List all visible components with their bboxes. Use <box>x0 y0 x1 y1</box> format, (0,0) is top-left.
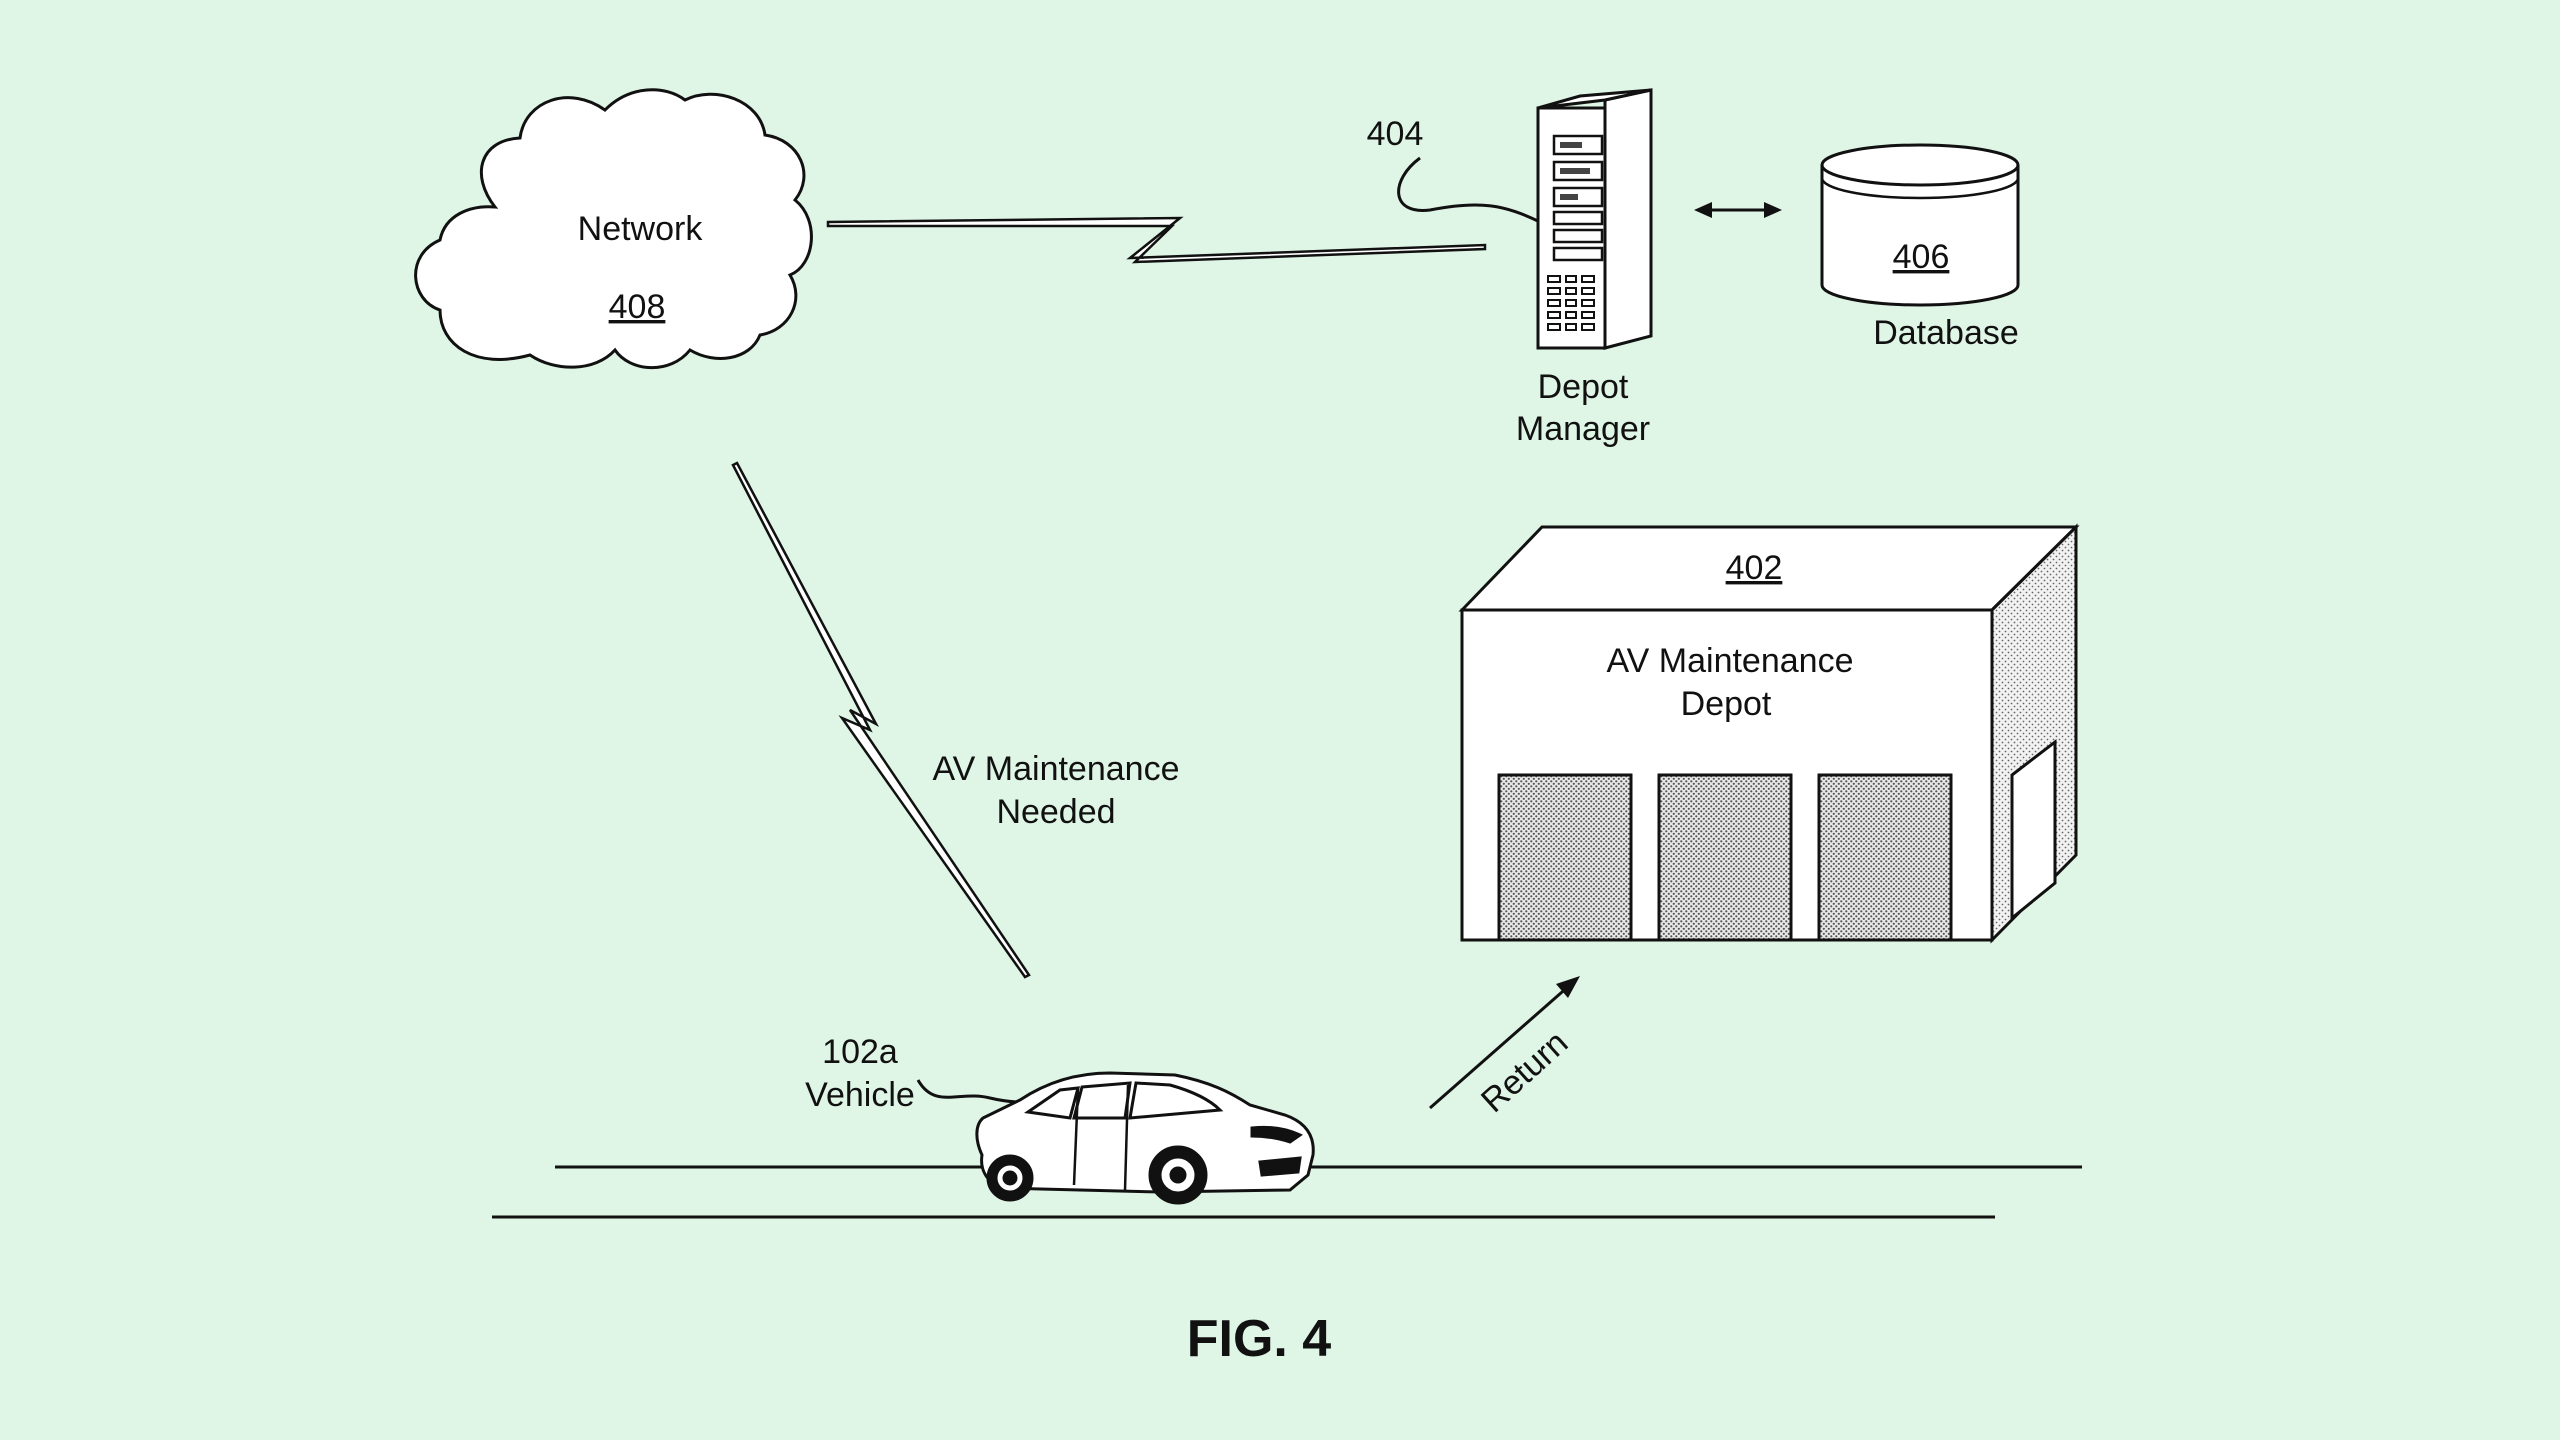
garage-door-3 <box>1817 773 1953 942</box>
depot-label-line2: Depot <box>1681 685 1772 723</box>
return-label: Return <box>1474 1024 1575 1121</box>
double-arrow-icon <box>1694 202 1782 218</box>
lightning-link-network-server <box>826 216 1487 264</box>
av-maintenance-depot: 402 AV Maintenance Depot <box>1458 523 2080 944</box>
garage-door-2 <box>1657 773 1793 942</box>
depot-ref: 402 <box>1726 549 1783 587</box>
depot-manager-label-line1: Depot <box>1538 368 1629 406</box>
lightning-link-network-vehicle <box>731 461 1031 979</box>
garage-door-1 <box>1497 773 1633 942</box>
side-door <box>2010 738 2057 922</box>
database: 406 Database <box>1820 143 2020 352</box>
depot-label-line1: AV Maintenance <box>1607 642 1854 680</box>
vehicle-ref: 102a <box>822 1033 898 1071</box>
depot-manager-label-line2: Manager <box>1516 410 1650 448</box>
database-ref: 406 <box>1893 238 1950 276</box>
return-arrow: Return <box>1429 976 1580 1121</box>
message-line2: Needed <box>996 793 1115 831</box>
network-cloud: Network 408 <box>414 88 813 370</box>
car-icon <box>975 1071 1315 1205</box>
depot-manager-ref-leader <box>1397 156 1541 224</box>
vehicle: 102a Vehicle <box>805 1033 1315 1205</box>
network-label: Network <box>578 210 704 248</box>
database-icon <box>1820 165 2020 307</box>
vehicle-label: Vehicle <box>805 1076 915 1114</box>
cloud-icon <box>414 88 813 370</box>
depot-manager-ref: 404 <box>1367 115 1424 153</box>
database-label: Database <box>1873 314 2019 352</box>
network-ref: 408 <box>609 288 666 326</box>
figure-label: FIG. 4 <box>1187 1310 1332 1368</box>
depot-manager-server: 404 Depot Manager <box>1367 88 1653 448</box>
message-line1: AV Maintenance <box>933 750 1180 788</box>
